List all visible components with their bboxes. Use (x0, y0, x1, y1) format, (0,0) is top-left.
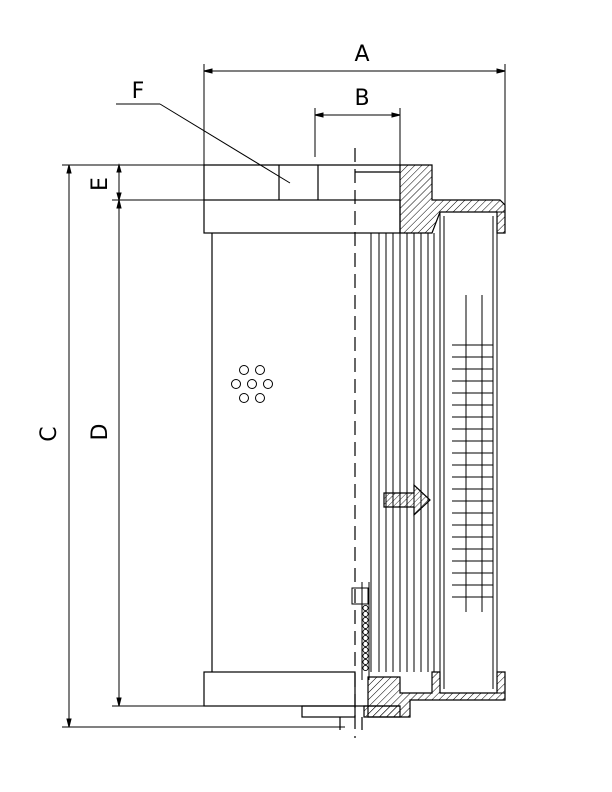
spring-coil (362, 646, 369, 654)
top-cap-hatched-section (399, 164, 506, 234)
spring-coil (362, 628, 369, 636)
bypass-valve (351, 582, 370, 680)
spring-coil (362, 604, 369, 612)
dimension-e (116, 163, 122, 202)
flow-direction-arrow (383, 483, 431, 517)
dimension-d (112, 199, 204, 707)
mesh-horizontal-lines (452, 344, 493, 598)
bypass-spring (362, 604, 369, 672)
dimension-e-label: E (88, 177, 113, 191)
spring-coil (362, 610, 369, 618)
bottom-cap-hatched-section (363, 671, 506, 718)
dimension-b (314, 108, 401, 165)
perforation-holes (231, 365, 273, 403)
leader-f (116, 103, 291, 184)
spring-coil (362, 634, 369, 642)
top-end-cap (203, 164, 401, 234)
spring-coil (362, 652, 369, 660)
spring-coil (362, 658, 369, 666)
outer-support-mesh (439, 211, 505, 694)
leader-f-label: F (132, 79, 145, 104)
spring-coil (362, 616, 369, 624)
spring-coil (362, 622, 369, 630)
spring-coil (362, 664, 369, 672)
dimension-b-label: B (354, 86, 369, 111)
dimension-c-label: C (37, 426, 62, 441)
dimension-a-label: A (354, 42, 369, 67)
dimension-d-label: D (88, 424, 113, 441)
pleated-media (370, 233, 435, 672)
dimension-c (62, 164, 400, 728)
spring-coil (362, 640, 369, 648)
